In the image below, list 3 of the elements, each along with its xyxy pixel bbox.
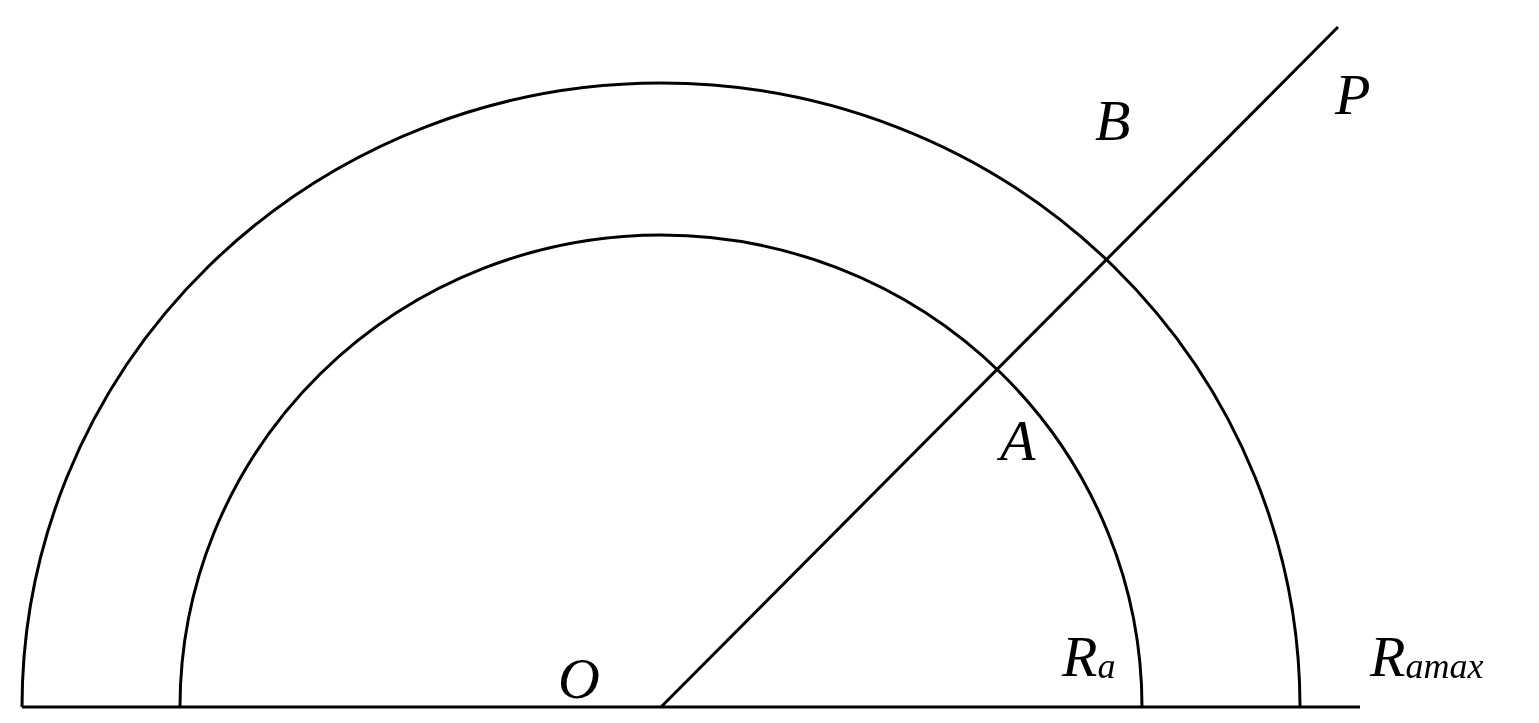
point-label: P xyxy=(1335,66,1371,124)
point-label: O xyxy=(558,650,600,708)
point-label: B xyxy=(1095,92,1131,150)
